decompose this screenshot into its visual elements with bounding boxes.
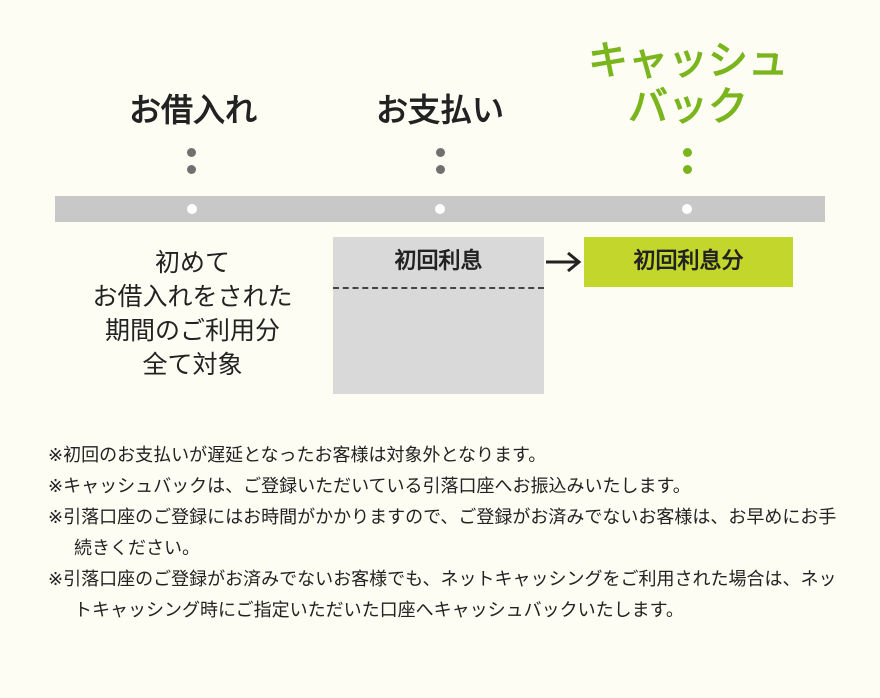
step-title-payment: お支払い [375,91,504,129]
arrow-right-icon [546,251,582,273]
description-line: 初めて [154,248,230,277]
timeline-point-payment [435,204,445,214]
cashback-title-line1: キャッシュ [588,38,788,84]
timeline-point-borrow [187,204,197,214]
description-line: お借入れをされた [92,282,293,311]
step-connector-cashback [683,148,693,182]
step-connector-borrow [187,148,197,182]
cashback-title-line2: バック [628,84,748,130]
note-item: ※初回のお支払いが遅延となったお客様は対象外となります。 [48,445,547,466]
step-title-borrow: お借入れ [128,91,257,129]
payment-box: 初回利息 [333,237,544,394]
step-connector-payment [436,148,446,182]
description-line: 全て対象 [142,350,243,379]
cashback-box: 初回利息分 [584,237,793,287]
borrow-description: 初めて お借入れをされた 期間のご利用分 全て対象 [60,246,325,382]
note-item: ※引落口座のご登録にはお時間がかかりますので、ご登録がお済みでないお客様は、お早… [48,507,837,559]
description-line: 期間のご利用分 [104,316,280,345]
note-item: ※キャッシュバックは、ご登録いただいている引落口座へお振込みいたします。 [48,476,691,497]
step-title-cashback: キャッシュ バック [560,38,816,130]
timeline-bar [55,196,825,222]
interest-label: 初回利息 [333,237,544,289]
notes-section: ※初回のお支払いが遅延となったお客様は対象外となります。 ※キャッシュバックは、… [48,440,848,626]
timeline-point-cashback [682,204,692,214]
note-item: ※引落口座のご登録がお済みでないお客様でも、ネットキャッシングをご利用された場合… [48,569,837,621]
